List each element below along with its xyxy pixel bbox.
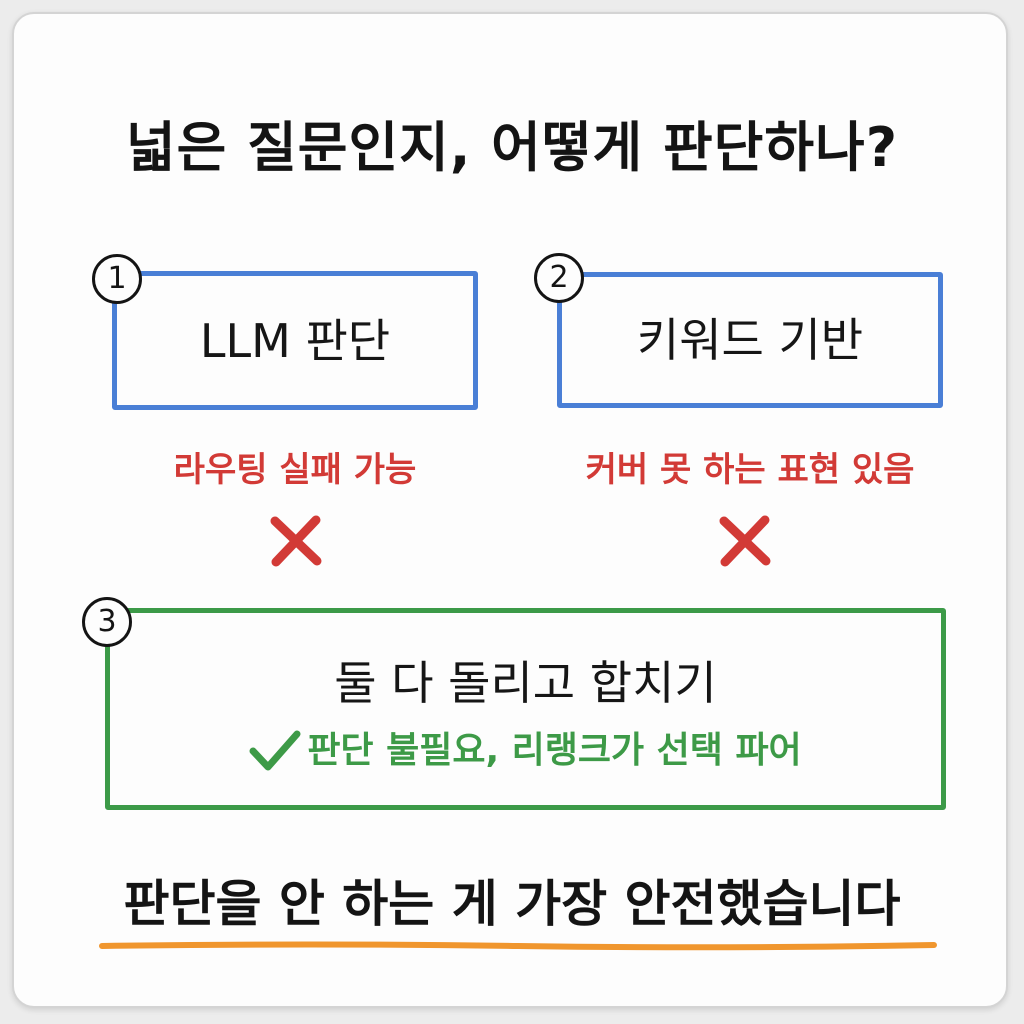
option-label-combined: 둘 다 돌리고 합치기 [334,656,717,710]
step-number-2: 2 [534,253,584,303]
step-number-3: 3 [82,597,132,647]
option-caveat-keyword: 커버 못 하는 표현 있음 [585,450,915,490]
option-label-llm: LLM 판단 [199,313,391,368]
option-box-combined: 둘 다 돌리고 합치기 판단 불필요, 리랭크가 선택 파어 [105,608,946,810]
conclusion-text: 판단을 안 하는 게 가장 안전했습니다 [123,875,901,933]
option-caveat-llm: 라우팅 실패 가능 [173,450,417,490]
check-mark-icon [249,730,301,771]
option-label-keyword: 키워드 기반 [636,313,864,367]
diagram-title: 넓은 질문인지, 어떻게 판단하나? [125,116,899,179]
option-box-keyword: 키워드 기반 [557,272,943,408]
x-mark-icon [719,515,771,567]
option-box-llm: LLM 판단 [112,271,478,410]
option-note-combined: 판단 불필요, 리랭크가 선택 파어 [249,727,802,775]
x-mark-icon [270,515,322,567]
step-number-1: 1 [92,254,142,304]
option-note-text: 판단 불필요, 리랭크가 선택 파어 [307,730,802,771]
conclusion-underline [99,941,937,951]
diagram-card [12,12,1008,1008]
